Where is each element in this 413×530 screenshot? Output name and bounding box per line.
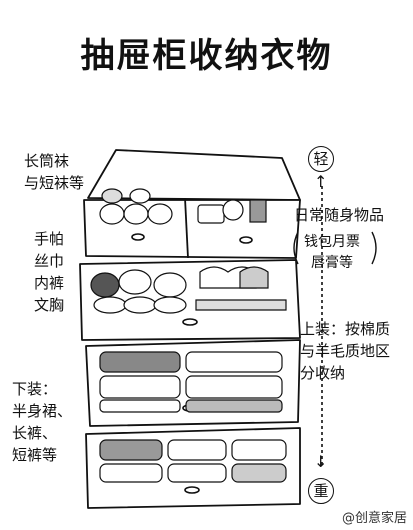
page-title: 抽屉柜收纳衣物 [80, 36, 333, 76]
tops-label: 上装：按棉质 与羊毛质地区 分收纳 [300, 320, 391, 382]
socks-rolls [99, 188, 173, 225]
small-items-label: 手帕 丝巾 内裤 文胸 [34, 230, 65, 314]
daily-items-label: 日常随身物品 [294, 206, 385, 224]
bottoms-folded [99, 439, 287, 483]
underwear-items [90, 266, 287, 314]
watermark: @创意家居 [341, 511, 407, 526]
heavy-marker: 重 [308, 478, 334, 504]
arrow-down-icon: ↓ [314, 452, 328, 471]
arrow-up-icon: ↑ [314, 172, 328, 191]
light-marker: 轻 [308, 146, 334, 172]
daily-examples-label: 钱包月票 唇膏等 [304, 234, 360, 271]
bottoms-label: 下装： 半身裙、 长裤、 短裤等 [12, 380, 73, 464]
tops-folded [99, 351, 283, 413]
socks-label: 长筒袜 与短袜等 [24, 152, 85, 192]
daily-items [197, 199, 267, 224]
